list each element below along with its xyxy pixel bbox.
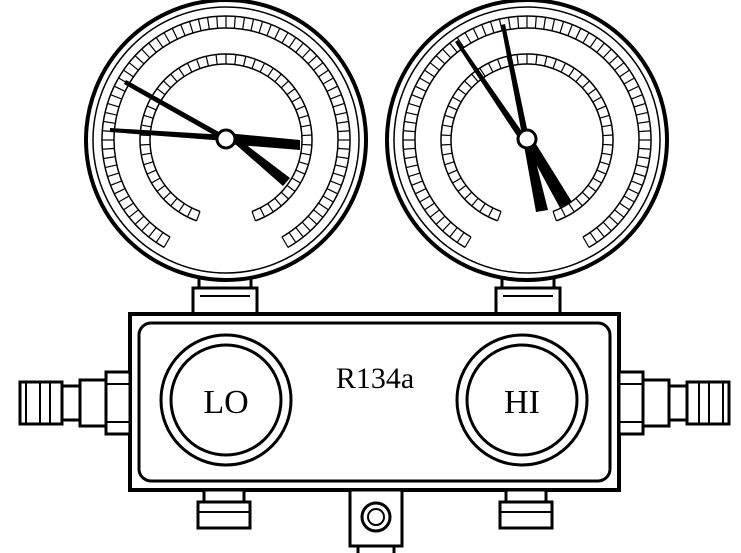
low-gauge-needle: [124, 80, 226, 142]
low-pressure-gauge: [84, 0, 368, 316]
low-gauge-needle: [226, 134, 290, 186]
bottom-center-service-port: [348, 488, 404, 553]
bottom-left-fitting: [196, 488, 252, 530]
low-gauge-needle: [226, 133, 300, 150]
low-side-valve-knob[interactable]: LO: [159, 333, 293, 467]
high-gauge-needle: [523, 140, 548, 212]
high-side-valve-label: HI: [504, 384, 540, 421]
low-side-valve-label: LO: [203, 384, 248, 421]
high-gauge-needle: [523, 136, 572, 208]
bottom-right-fitting: [498, 488, 554, 530]
low-side-hose-connector: [18, 370, 132, 436]
low-gauge-outer-scale: [101, 15, 351, 249]
refrigerant-model-label: R134a: [336, 362, 414, 395]
high-gauge-needle: [455, 40, 525, 142]
high-pressure-gauge: [385, 0, 669, 316]
low-gauge-needle-hub: [215, 128, 237, 150]
high-gauge-inner-scale: [440, 53, 614, 222]
high-gauge-needle-hub: [516, 128, 538, 150]
high-side-valve-knob[interactable]: HI: [455, 333, 589, 467]
high-gauge-needle: [501, 24, 529, 140]
high-gauge-outer-scale: [402, 15, 652, 249]
high-side-hose-connector: [617, 370, 731, 436]
low-gauge-needle: [110, 128, 226, 141]
